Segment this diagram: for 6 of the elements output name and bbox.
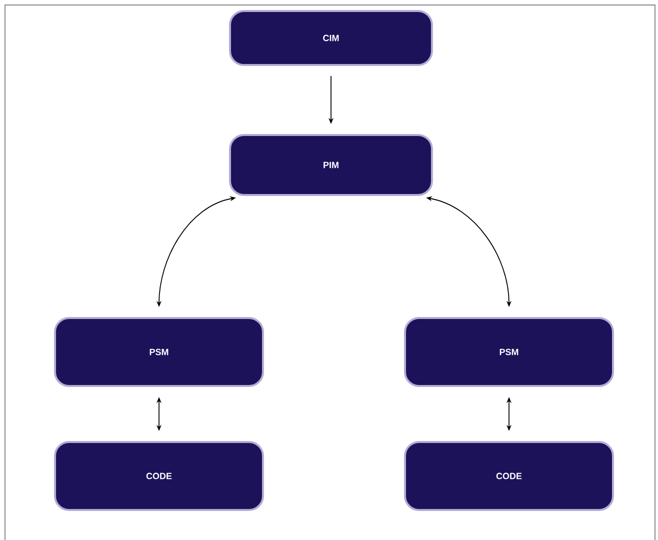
process-box: PSM xyxy=(404,317,614,387)
process-box: CODE xyxy=(404,441,614,511)
process-box: CIM xyxy=(229,10,433,66)
process-box: CODE xyxy=(54,441,264,511)
process-box: PSM xyxy=(54,317,264,387)
process-box: PIM xyxy=(229,134,433,196)
